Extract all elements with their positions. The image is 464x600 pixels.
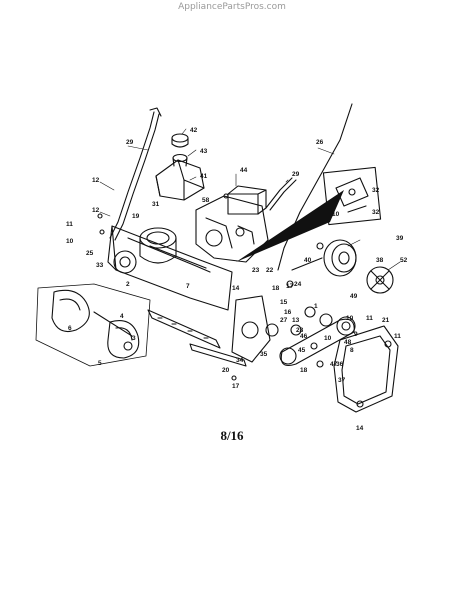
part-callout-18: 18 (272, 285, 280, 292)
part-callout-48: 48 (344, 339, 352, 346)
part-callout-49: 49 (350, 293, 358, 300)
part-callout-6: 6 (68, 325, 72, 332)
part-callout-4: 4 (120, 313, 124, 320)
part-callout-33: 33 (96, 262, 104, 269)
wheel-hub-cap (366, 266, 394, 294)
part-callout-12: 12 (92, 177, 100, 184)
scraper-bar (147, 309, 221, 349)
auger-assembly (35, 283, 151, 367)
belt-cover (333, 325, 399, 413)
part-callout-37: 37 (338, 377, 346, 384)
leader-lines (99, 128, 401, 271)
part-callout-17: 17 (232, 383, 240, 390)
impeller-housing (113, 250, 137, 274)
part-callout-47: 47 (330, 361, 338, 368)
part-callout-10: 10 (66, 238, 74, 245)
part-callout-11: 11 (394, 333, 401, 340)
callout-layer: 4243415844292931121211102533192632321039… (66, 127, 408, 432)
part-callout-10: 10 (332, 211, 340, 218)
part-callout-26: 26 (316, 139, 324, 146)
part-callout-9: 9 (354, 331, 358, 338)
part-callout-42: 42 (190, 127, 198, 134)
part-callout-5: 5 (98, 360, 102, 367)
detail-inset (322, 166, 382, 226)
part-callout-10: 10 (346, 315, 354, 322)
part-callout-18: 18 (300, 367, 308, 374)
part-callout-28: 28 (296, 327, 304, 334)
shave-plate (189, 343, 247, 367)
part-callout-27: 27 (280, 317, 288, 324)
part-callout-2: 2 (126, 281, 130, 288)
handle (109, 107, 162, 241)
part-callout-23: 23 (252, 267, 260, 274)
page-number: 8/16 (220, 428, 244, 443)
part-callout-1: 1 (314, 303, 318, 310)
filler-neck (172, 153, 188, 167)
part-callout-38: 38 (376, 257, 384, 264)
side-plate (231, 295, 271, 363)
control-cable (277, 103, 353, 271)
part-callout-46: 46 (300, 333, 308, 340)
part-callout-8: 8 (350, 347, 354, 354)
part-callout-43: 43 (200, 148, 208, 155)
part-callout-41: 41 (200, 173, 208, 180)
part-callout-29: 29 (126, 139, 134, 146)
part-callout-44: 44 (240, 167, 248, 174)
part-callout-17: 17 (286, 283, 294, 290)
part-callout-31: 31 (152, 201, 160, 208)
part-callout-45: 45 (298, 347, 306, 354)
part-callout-40: 40 (304, 257, 312, 264)
part-callout-3: 3 (132, 335, 136, 342)
part-callout-36: 36 (336, 361, 344, 368)
part-callout-11: 11 (366, 315, 373, 322)
part-callout-7: 7 (186, 283, 190, 290)
auger-housing (107, 225, 233, 311)
part-callout-14: 14 (356, 425, 364, 432)
part-callout-24: 24 (294, 281, 302, 288)
part-callout-15: 15 (280, 299, 288, 306)
starter-rope (265, 177, 297, 211)
part-callout-25: 25 (86, 250, 94, 257)
part-callout-21: 21 (382, 317, 390, 324)
part-callout-29: 29 (292, 171, 300, 178)
part-callout-10: 10 (324, 335, 332, 342)
part-callout-19: 19 (132, 213, 140, 220)
part-callout-13: 13 (292, 317, 300, 324)
part-callout-58: 58 (202, 197, 210, 204)
wheel (291, 239, 357, 277)
part-callout-39: 39 (396, 235, 404, 242)
part-callout-20: 20 (222, 367, 230, 374)
part-callout-16: 16 (284, 309, 292, 316)
fuel-cap (171, 133, 189, 148)
part-callout-12: 12 (92, 207, 100, 214)
part-callout-52: 52 (400, 257, 408, 264)
inset-callout-wedge (236, 190, 344, 262)
small-hardware (97, 193, 324, 381)
drive-belt (265, 306, 356, 367)
part-callout-11: 11 (66, 221, 73, 228)
part-callout-34: 34 (236, 357, 244, 364)
part-callout-32: 32 (372, 187, 380, 194)
wheel-shaft (316, 242, 324, 250)
watermark: AppliancePartsPros.com (178, 2, 286, 12)
part-callout-35: 35 (260, 351, 268, 358)
part-callout-14: 14 (232, 285, 240, 292)
fuel-tank (155, 159, 205, 201)
part-callout-22: 22 (266, 267, 274, 274)
part-callout-32: 32 (372, 209, 380, 216)
